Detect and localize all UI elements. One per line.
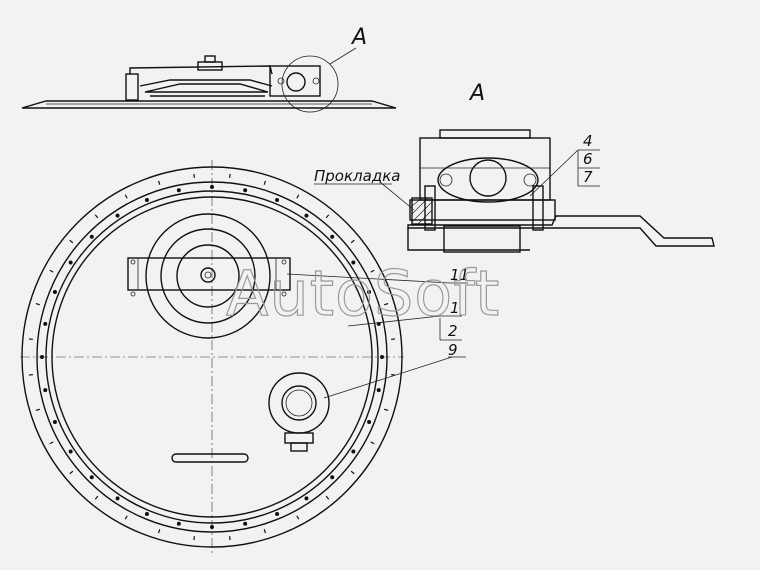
callout-4: 4 — [583, 132, 593, 150]
callout-1: 1 — [450, 299, 460, 317]
rim-mark — [49, 441, 54, 445]
bolt-hole — [68, 260, 73, 265]
bolt-hole — [89, 475, 94, 480]
rim-mark — [384, 303, 389, 306]
bolt-hole — [115, 213, 120, 218]
detail-view-a — [379, 129, 715, 253]
rim-mark — [69, 470, 74, 475]
bolt-hole — [43, 388, 48, 393]
bolt-hole — [52, 289, 57, 294]
rim-mark — [384, 408, 389, 411]
bolt-hole — [68, 449, 73, 454]
rim-mark — [296, 194, 300, 199]
callout-11: 11 — [450, 266, 469, 284]
bolt-ring — [28, 173, 396, 541]
callout-7: 7 — [583, 168, 593, 186]
bolt-hole — [243, 188, 248, 193]
bolt-hole — [376, 388, 381, 393]
bolt-hole — [304, 496, 309, 501]
rim-mark — [370, 441, 375, 445]
rim-mark — [263, 180, 266, 185]
bolt-hole — [330, 234, 335, 239]
view-marker-label: A — [350, 25, 367, 50]
rim-mark — [124, 515, 128, 520]
callout-6: 6 — [583, 150, 593, 168]
callout-2: 2 — [448, 322, 458, 340]
detail-title: A — [468, 81, 485, 106]
bolt-hole — [115, 496, 120, 501]
bolt-hole — [176, 188, 181, 193]
rim-mark — [325, 495, 330, 500]
bolt-hole — [52, 420, 57, 425]
rim-mark — [370, 269, 375, 273]
side-view — [21, 47, 397, 113]
callout-9: 9 — [448, 341, 458, 359]
bolt-hole — [351, 260, 356, 265]
bolt-hole — [243, 521, 248, 526]
rim-mark — [325, 214, 330, 219]
bolt-hole — [275, 512, 280, 517]
bolt-hole — [351, 449, 356, 454]
bolt-hole — [304, 213, 309, 218]
rim-mark — [350, 239, 355, 244]
bolt-hole — [144, 512, 149, 517]
bolt-hole — [89, 234, 94, 239]
rim-mark — [49, 269, 54, 273]
bolt-hole — [367, 289, 372, 294]
rim-mark — [94, 495, 99, 500]
plan-view — [20, 160, 468, 554]
rim-mark — [350, 470, 355, 475]
rim-mark — [158, 529, 161, 534]
bolt-hole — [176, 521, 181, 526]
bolt-hole — [210, 185, 214, 189]
rim-mark — [69, 239, 74, 244]
gasket-label: Прокладка — [314, 167, 400, 185]
bolt-hole — [275, 197, 280, 202]
rim-mark — [263, 529, 266, 534]
bolt-hole — [210, 525, 214, 529]
rim-mark — [296, 515, 300, 520]
rim-mark — [35, 408, 40, 411]
watermark: AutoSoft — [226, 257, 500, 330]
bolt-hole — [43, 321, 48, 326]
rim-mark — [94, 214, 99, 219]
bolt-hole — [367, 420, 372, 425]
bolt-hole — [380, 355, 384, 359]
rim-mark — [158, 180, 161, 185]
rim-mark — [35, 303, 40, 306]
bolt-hole — [40, 355, 44, 359]
rim-mark — [124, 194, 128, 199]
bolt-hole — [330, 475, 335, 480]
bolt-hole — [144, 197, 149, 202]
